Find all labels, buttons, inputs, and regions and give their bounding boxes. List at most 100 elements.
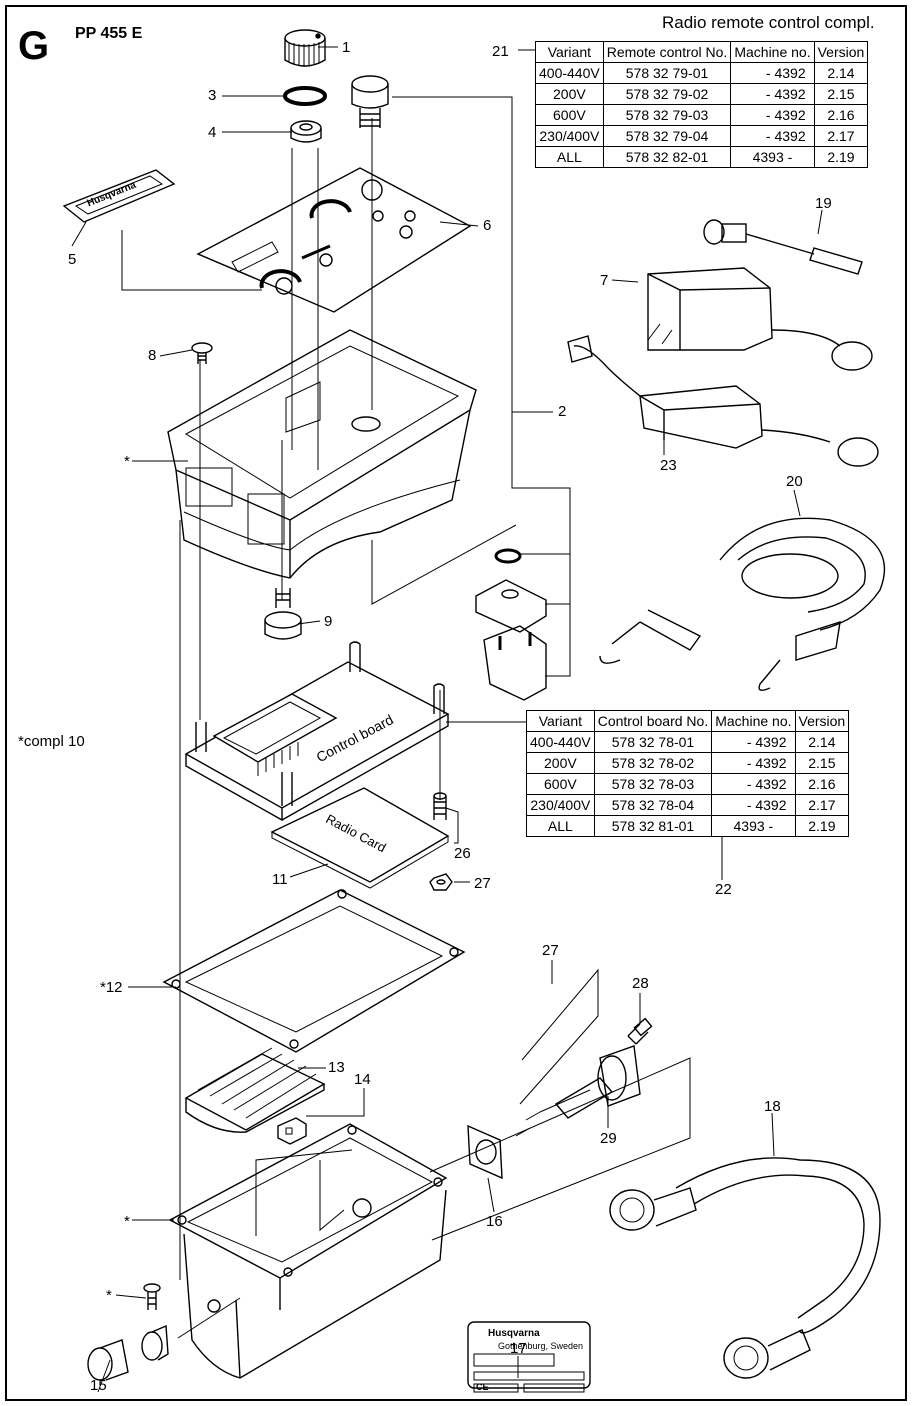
cell-version: 2.17 — [813, 125, 869, 147]
cell-version: 2.19 — [794, 815, 850, 837]
cell-machine-no: - 4392 — [730, 83, 815, 105]
callout-9: 9 — [324, 613, 333, 630]
callout-star-screw: * — [106, 1287, 112, 1304]
strap-part — [599, 517, 885, 691]
cell-part-number: 578 32 78-04 — [593, 794, 713, 816]
charger-part — [647, 267, 873, 371]
screw-part — [191, 342, 213, 364]
nut-small-part — [429, 873, 453, 891]
radio-card-part — [270, 787, 450, 889]
callout-star-lower-housing: * — [124, 1213, 130, 1230]
table-row: 230/400V 578 32 79-04 - 4392 2.17 — [535, 125, 869, 147]
cell-part-number: 578 32 79-01 — [602, 62, 732, 84]
cell-variant: 600V — [535, 104, 604, 126]
table-row: ALL 578 32 82-01 4393 - 2.19 — [535, 146, 869, 168]
nut-part — [290, 120, 322, 143]
cell-machine-no: - 4392 — [730, 104, 815, 126]
cell-part-number: 578 32 81-01 — [593, 815, 713, 837]
push-button-part — [351, 75, 389, 128]
callout-3: 3 — [208, 87, 217, 104]
knob-part — [284, 29, 326, 67]
cell-variant: 200V — [526, 752, 595, 774]
ce-mark: CE — [476, 1382, 489, 1392]
header-part-number: Control board No. — [593, 710, 713, 732]
table-row: 200V 578 32 79-02 - 4392 2.15 — [535, 83, 869, 105]
cell-part-number: 578 32 79-03 — [602, 104, 732, 126]
header-machine-no: Machine no. — [711, 710, 796, 732]
cell-part-number: 578 32 78-02 — [593, 752, 713, 774]
cell-variant: 230/400V — [526, 794, 595, 816]
cell-version: 2.15 — [794, 752, 850, 774]
table-row: 600V 578 32 79-03 - 4392 2.16 — [535, 104, 869, 126]
callout-28: 28 — [632, 975, 649, 992]
callout-26: 26 — [454, 845, 471, 862]
table-row: 200V 578 32 78-02 - 4392 2.15 — [526, 752, 850, 774]
cell-variant: 600V — [526, 773, 595, 795]
screw-28-part — [627, 1017, 653, 1045]
callout-5: 5 — [68, 251, 77, 268]
cell-machine-no: - 4392 — [711, 731, 796, 753]
bracket-part — [475, 548, 547, 701]
callout-16: 16 — [486, 1213, 503, 1230]
cell-version: 2.16 — [794, 773, 850, 795]
cell-variant: 200V — [535, 83, 604, 105]
cable-part — [609, 1157, 881, 1379]
socket-part — [515, 1045, 641, 1137]
threaded-insert-part — [264, 588, 302, 640]
table-header-row: Variant Control board No. Machine no. Ve… — [526, 710, 850, 732]
cell-version: 2.15 — [813, 83, 869, 105]
cell-variant: ALL — [526, 815, 595, 837]
callout-21: 21 — [492, 43, 509, 60]
lower-housing-part — [168, 1123, 448, 1379]
screw-lower-part — [143, 1283, 161, 1310]
cell-variant: 400-440V — [526, 731, 595, 753]
cell-version: 2.14 — [813, 62, 869, 84]
cell-part-number: 578 32 82-01 — [602, 146, 732, 168]
gasket-part — [162, 889, 466, 1053]
o-ring-part — [283, 86, 327, 106]
callout-27-lower: 27 — [542, 942, 559, 959]
front-panel-part — [196, 167, 472, 313]
battery-pack-part — [184, 1047, 326, 1133]
model-name: PP 455 E — [75, 25, 143, 42]
callout-1: 1 — [342, 39, 351, 56]
callout-star-upper-housing: * — [124, 453, 130, 470]
decal-part — [62, 169, 176, 223]
callout-27-upper: 27 — [474, 875, 491, 892]
callout-15: 15 — [90, 1377, 107, 1394]
callout-2: 2 — [558, 403, 567, 420]
table-row: 600V 578 32 78-03 - 4392 2.16 — [526, 773, 850, 795]
callout-22: 22 — [715, 881, 732, 898]
cell-machine-no: - 4392 — [730, 125, 815, 147]
callout-11: 11 — [272, 871, 288, 888]
label-brand-text: Husqvarna — [488, 1328, 540, 1339]
cell-part-number: 578 32 79-04 — [602, 125, 732, 147]
cell-version: 2.16 — [813, 104, 869, 126]
spacer-part — [433, 792, 447, 820]
sheet-letter: G — [18, 24, 50, 68]
callout-6: 6 — [483, 217, 492, 234]
callout-29: 29 — [600, 1130, 617, 1147]
callout-19: 19 — [815, 195, 832, 212]
table-row: ALL 578 32 81-01 4393 - 2.19 — [526, 815, 850, 837]
header-machine-no: Machine no. — [730, 41, 815, 63]
callout-13: 13 — [328, 1059, 345, 1076]
cell-version: 2.14 — [794, 731, 850, 753]
remote-table-title: Radio remote control compl. — [662, 13, 875, 32]
charger-23-part — [567, 335, 879, 467]
control-board-table: Variant Control board No. Machine no. Ve… — [526, 710, 850, 837]
header-variant: Variant — [526, 710, 595, 732]
header-version: Version — [794, 710, 850, 732]
machine-label-part — [467, 1321, 591, 1393]
cell-version: 2.17 — [794, 794, 850, 816]
cell-part-number: 578 32 78-03 — [593, 773, 713, 795]
cell-version: 2.19 — [813, 146, 869, 168]
callout-7: 7 — [600, 272, 609, 289]
cell-part-number: 578 32 79-02 — [602, 83, 732, 105]
callout-12: *12 — [100, 979, 123, 996]
callout-20: 20 — [786, 473, 803, 490]
cell-machine-no: 4393 - — [730, 146, 815, 168]
cell-machine-no: - 4392 — [711, 752, 796, 774]
table-header-row: Variant Remote control No. Machine no. V… — [535, 41, 869, 63]
